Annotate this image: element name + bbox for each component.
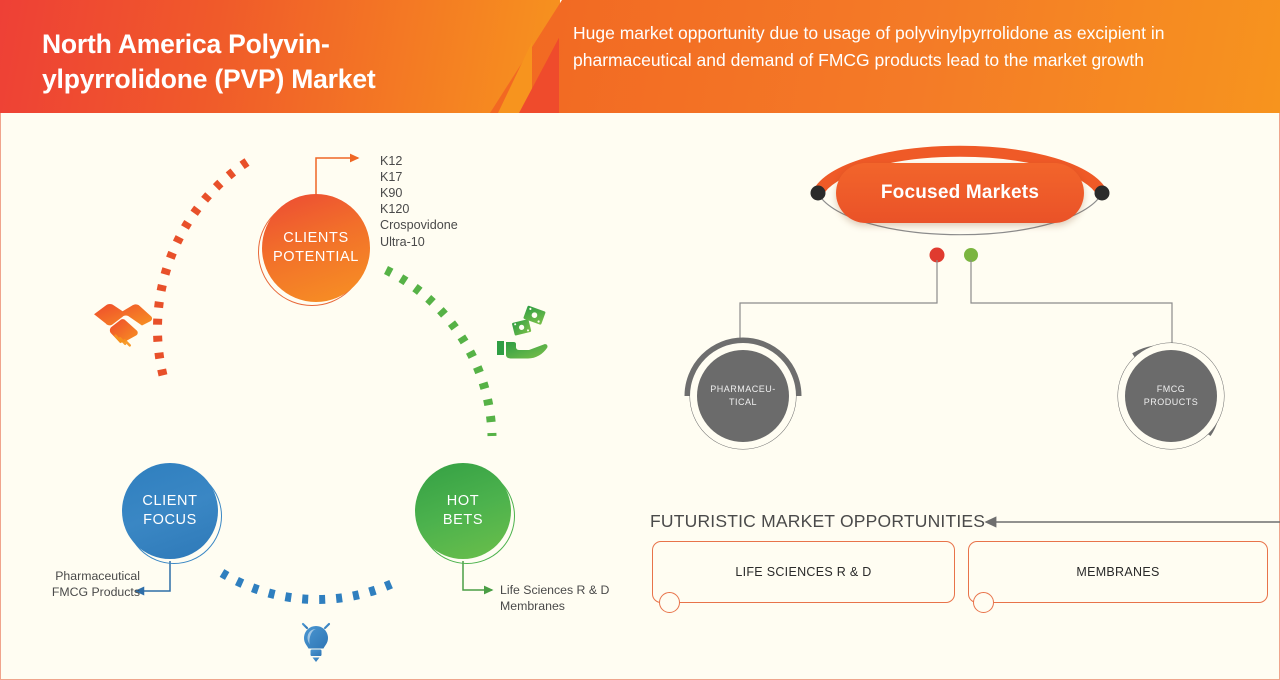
hot-bets-item-list: Life Sciences R & D Membranes xyxy=(500,582,660,615)
list-item: K90 xyxy=(380,186,403,201)
node-client-focus[interactable]: CLIENT FOCUS xyxy=(122,463,218,559)
header-banner: North America Polyvin- ylpyrrolidone (PV… xyxy=(0,0,1280,113)
client-focus-label-1: CLIENT xyxy=(142,492,198,509)
page-title-line-1: North America Polyvin- xyxy=(42,29,330,59)
pharmaceutical-label-1: PHARMACEU- xyxy=(710,384,776,395)
page-title: North America Polyvin- ylpyrrolidone (PV… xyxy=(42,27,512,97)
futuristic-box-membranes[interactable]: MEMBRANES xyxy=(968,541,1268,603)
page-subtitle: Huge market opportunity due to usage of … xyxy=(573,23,1165,70)
futuristic-box-label: MEMBRANES xyxy=(1076,565,1160,579)
hot-bets-label-2: BETS xyxy=(442,512,484,528)
futuristic-box-marker-1 xyxy=(659,592,680,613)
header-right-panel xyxy=(490,0,1280,113)
futuristic-section-title: FUTURISTIC MARKET OPPORTUNITIES xyxy=(650,511,986,531)
node-clients-potential[interactable]: CLIENTS POTENTIAL xyxy=(262,194,370,302)
node-hot-bets[interactable]: HOT BETS xyxy=(415,463,511,559)
futuristic-box-marker-2 xyxy=(973,592,994,613)
focused-markets-pill[interactable]: Focused Markets xyxy=(836,163,1084,223)
list-item: Membranes xyxy=(500,599,565,614)
focused-markets-label: Focused Markets xyxy=(880,182,1040,203)
list-item: FMCG Products xyxy=(51,585,140,600)
hot-bets-label-1: HOT xyxy=(446,492,480,509)
client-focus-item-list: Pharmaceutical FMCG Products xyxy=(20,568,140,601)
list-item: K17 xyxy=(380,170,403,185)
clients-potential-label-1: CLIENTS xyxy=(283,229,349,246)
list-item: Pharmaceutical xyxy=(55,569,140,583)
clients-potential-label-2: POTENTIAL xyxy=(273,249,359,265)
node-fmcg-products[interactable]: FMCG PRODUCTS xyxy=(1125,350,1217,442)
node-pharmaceutical[interactable]: PHARMACEU- TICAL xyxy=(697,350,789,442)
futuristic-box-life-sciences[interactable]: LIFE SCIENCES R & D xyxy=(652,541,955,603)
futuristic-box-label: LIFE SCIENCES R & D xyxy=(735,565,872,579)
list-item: Life Sciences R & D xyxy=(500,583,610,597)
clients-potential-item-list: K12 K17 K90 K120 Crospovidone Ultra-10 xyxy=(380,153,530,250)
list-item: K120 xyxy=(380,202,410,217)
fmcg-label-2: PRODUCTS xyxy=(1143,397,1199,407)
pharmaceutical-label-2: TICAL xyxy=(728,397,757,407)
list-item: K12 xyxy=(380,154,403,168)
list-item: Ultra-10 xyxy=(380,234,425,249)
client-focus-label-2: FOCUS xyxy=(143,512,197,528)
header-left-panel xyxy=(0,0,560,113)
page-title-line-2: ylpyrrolidone (PVP) Market xyxy=(42,64,376,95)
list-item: Crospovidone xyxy=(380,218,458,233)
fmcg-label-1: FMCG xyxy=(1156,384,1186,395)
